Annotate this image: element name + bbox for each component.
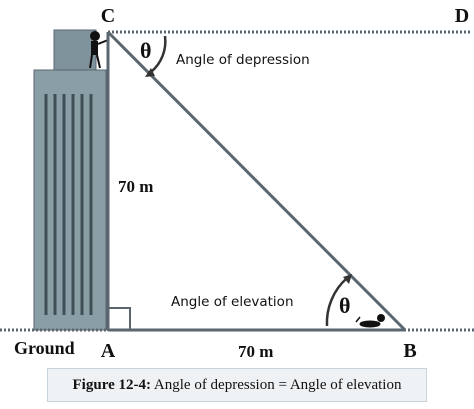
theta-depression-label: θ <box>140 38 151 63</box>
point-a-label: A <box>101 340 116 362</box>
angle-of-elevation-label: Angle of elevation <box>171 294 294 310</box>
elevation-arrowhead-icon <box>343 274 352 284</box>
height-label: 70 m <box>118 177 153 196</box>
theta-elevation-label: θ <box>339 293 350 318</box>
right-angle-marker <box>107 307 131 331</box>
tall-building <box>33 29 107 331</box>
building-top-block <box>53 29 97 73</box>
base-length-label: 70 m <box>238 342 273 361</box>
lying-person-icon <box>355 314 385 328</box>
point-c-label: C <box>101 5 115 27</box>
point-b-label: B <box>403 340 416 362</box>
depression-arc <box>150 35 167 73</box>
caption-text: Angle of depression = Angle of elevation <box>150 376 402 393</box>
caption-prefix: Figure 12-4: <box>72 376 151 393</box>
point-d-label: D <box>455 5 469 27</box>
figure-caption: Figure 12-4: Angle of depression = Angle… <box>47 368 427 402</box>
elevation-arc <box>325 277 348 327</box>
hypotenuse-cb <box>106 30 407 332</box>
depression-arrowhead-icon <box>145 68 155 77</box>
ground-label: Ground <box>14 338 75 358</box>
angle-of-depression-label: Angle of depression <box>176 52 310 68</box>
building-windows <box>44 94 93 315</box>
observer-person-icon <box>89 31 109 69</box>
